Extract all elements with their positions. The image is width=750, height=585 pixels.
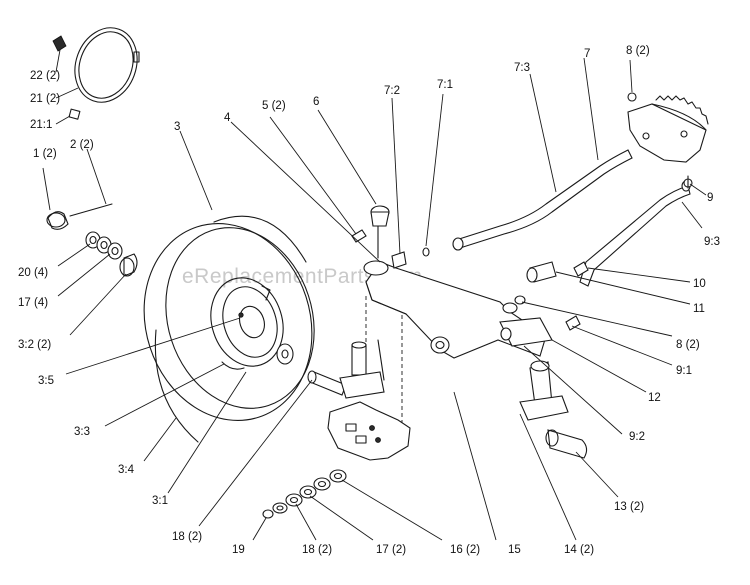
label-21: 21 (2) bbox=[30, 93, 60, 105]
label-5: 5 (2) bbox=[262, 100, 286, 112]
label-8-top: 8 (2) bbox=[626, 45, 650, 57]
ball-joint bbox=[683, 175, 693, 189]
label-12: 12 bbox=[648, 392, 661, 404]
wheel-assembly bbox=[143, 215, 315, 443]
drag-link bbox=[579, 180, 691, 287]
label-18-left: 18 (2) bbox=[172, 531, 202, 543]
pivot-bushing bbox=[514, 261, 589, 331]
label-22: 22 (2) bbox=[30, 70, 60, 82]
label-20: 20 (4) bbox=[18, 267, 48, 279]
label-9-2: 9:2 bbox=[629, 431, 645, 443]
label-7: 7 bbox=[584, 48, 590, 60]
label-7-3: 7:3 bbox=[514, 62, 530, 74]
label-9: 9 bbox=[707, 192, 713, 204]
label-8-mid: 8 (2) bbox=[676, 339, 700, 351]
label-9-3: 9:3 bbox=[704, 236, 720, 248]
label-3-1: 3:1 bbox=[152, 495, 168, 507]
pin-2 bbox=[69, 203, 113, 217]
wheel-cap bbox=[46, 211, 69, 230]
label-17-left: 17 (4) bbox=[18, 297, 48, 309]
label-19: 19 bbox=[232, 544, 245, 556]
label-10: 10 bbox=[693, 278, 706, 290]
label-1: 1 (2) bbox=[33, 148, 57, 160]
part-labels: 22 (2) 21 (2) 21:1 1 (2) 2 (2) 3 4 5 (2)… bbox=[18, 45, 720, 556]
label-4: 4 bbox=[224, 112, 231, 124]
washer-stack-left bbox=[85, 231, 138, 277]
leader-lines bbox=[42, 49, 707, 541]
washer-stack-bottom bbox=[262, 469, 347, 519]
tie-rod bbox=[452, 149, 633, 251]
hubcap-clip bbox=[52, 35, 67, 52]
label-15: 15 bbox=[508, 544, 521, 556]
label-3-5: 3:5 bbox=[38, 375, 54, 387]
label-3-3: 3:3 bbox=[74, 426, 90, 438]
clip-21-1 bbox=[68, 108, 81, 120]
label-11: 11 bbox=[693, 303, 705, 315]
label-7-1: 7:1 bbox=[437, 79, 453, 91]
hubcap-ring bbox=[74, 27, 140, 103]
right-spindle bbox=[499, 317, 588, 459]
label-7-2: 7:2 bbox=[384, 85, 400, 97]
label-3-2: 3:2 (2) bbox=[18, 339, 51, 351]
label-9-1: 9:1 bbox=[676, 365, 692, 377]
axle-shaft bbox=[276, 343, 347, 396]
label-2: 2 (2) bbox=[70, 139, 94, 151]
label-14: 14 (2) bbox=[564, 544, 594, 556]
label-3: 3 bbox=[174, 121, 180, 133]
label-6: 6 bbox=[313, 96, 319, 108]
watermark: eReplacementParts.com bbox=[182, 265, 422, 288]
bracket-plate bbox=[327, 401, 411, 461]
label-18-bottom: 18 (2) bbox=[302, 544, 332, 556]
steering-sector-plate bbox=[627, 92, 709, 163]
label-21-1: 21:1 bbox=[30, 119, 52, 131]
label-17-bottom: 17 (2) bbox=[376, 544, 406, 556]
kingpin bbox=[351, 205, 390, 259]
label-13: 13 (2) bbox=[614, 501, 644, 513]
label-3-4: 3:4 bbox=[118, 464, 135, 476]
label-16: 16 (2) bbox=[450, 544, 480, 556]
